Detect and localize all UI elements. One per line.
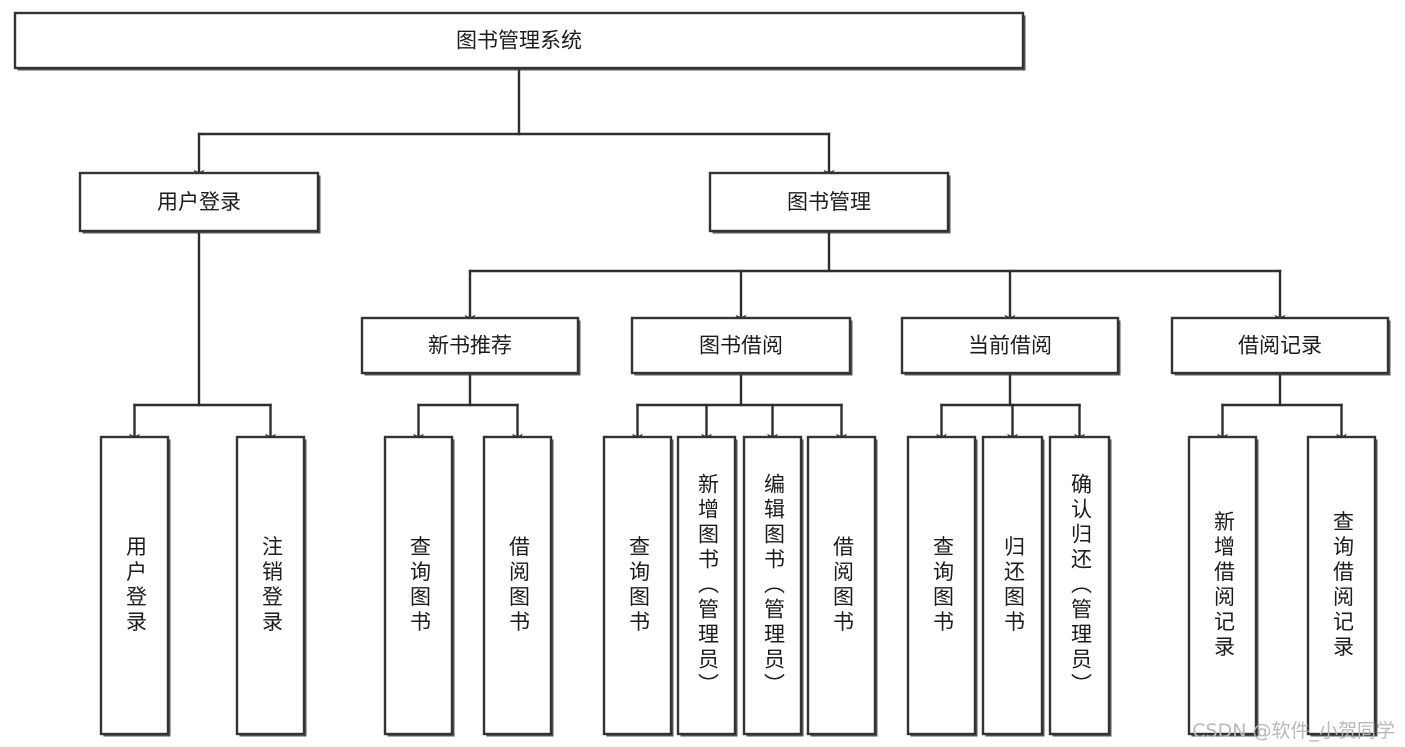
node-leaf-9[interactable] (981, 435, 1044, 736)
node-label-leaf-9: 归还图书 (1002, 536, 1026, 636)
node-leaf-1[interactable] (235, 435, 306, 736)
node-level3-2[interactable] (900, 316, 1120, 375)
node-label-leaf-5: 新增图书（管理员） (696, 473, 720, 698)
node-label-leaf-6: 编辑图书（管理员） (762, 473, 786, 698)
node-leaf-5[interactable] (676, 435, 737, 736)
node-label-leaf-7: 借阅图书 (831, 536, 855, 636)
node-leaf-6[interactable] (742, 435, 803, 736)
node-label-level3-1: 图书借阅 (699, 334, 783, 358)
node-label-leaf-11: 新增借阅记录 (1212, 511, 1236, 661)
node-label-level3-2: 当前借阅 (968, 334, 1052, 358)
node-level3-3[interactable] (1170, 316, 1390, 375)
node-leaf-0[interactable] (99, 435, 170, 736)
node-label-leaf-3: 借阅图书 (507, 536, 531, 636)
node-label-level3-3: 借阅记录 (1238, 334, 1322, 358)
node-level2-0[interactable] (78, 171, 320, 233)
node-label-leaf-4: 查询图书 (627, 536, 651, 636)
node-leaf-12[interactable] (1306, 435, 1377, 736)
node-level3-0[interactable] (360, 316, 580, 375)
node-root-图书管理系统[interactable] (13, 11, 1025, 70)
node-label-leaf-2: 查询图书 (408, 536, 432, 636)
node-label-level2-1: 图书管理 (787, 190, 871, 214)
node-leaf-11[interactable] (1187, 435, 1258, 736)
node-label-leaf-12: 查询借阅记录 (1331, 511, 1355, 661)
node-label-level3-0: 新书推荐 (428, 334, 512, 358)
node-layer (13, 11, 1391, 737)
node-level3-1[interactable] (630, 316, 852, 375)
node-leaf-10[interactable] (1048, 435, 1111, 736)
node-leaf-8[interactable] (906, 435, 977, 736)
node-leaf-3[interactable] (482, 435, 553, 736)
node-label-leaf-1: 注销登录 (260, 536, 284, 636)
node-level2-1[interactable] (708, 171, 950, 233)
node-label-leaf-0: 用户登录 (124, 536, 148, 636)
node-label-level2-0: 用户登录 (157, 190, 241, 214)
label-layer: 图书管理系统用户登录图书管理新书推荐图书借阅当前借阅借阅记录用户登录注销登录查询… (124, 29, 1355, 699)
connector-layer (129, 66, 1347, 444)
node-label-leaf-8: 查询图书 (931, 536, 955, 636)
node-label-leaf-10: 确认归还（管理员） (1069, 473, 1093, 698)
node-leaf-4[interactable] (602, 435, 673, 736)
node-leaf-7[interactable] (806, 435, 877, 736)
node-leaf-2[interactable] (383, 435, 454, 736)
node-label-root: 图书管理系统 (456, 29, 582, 53)
